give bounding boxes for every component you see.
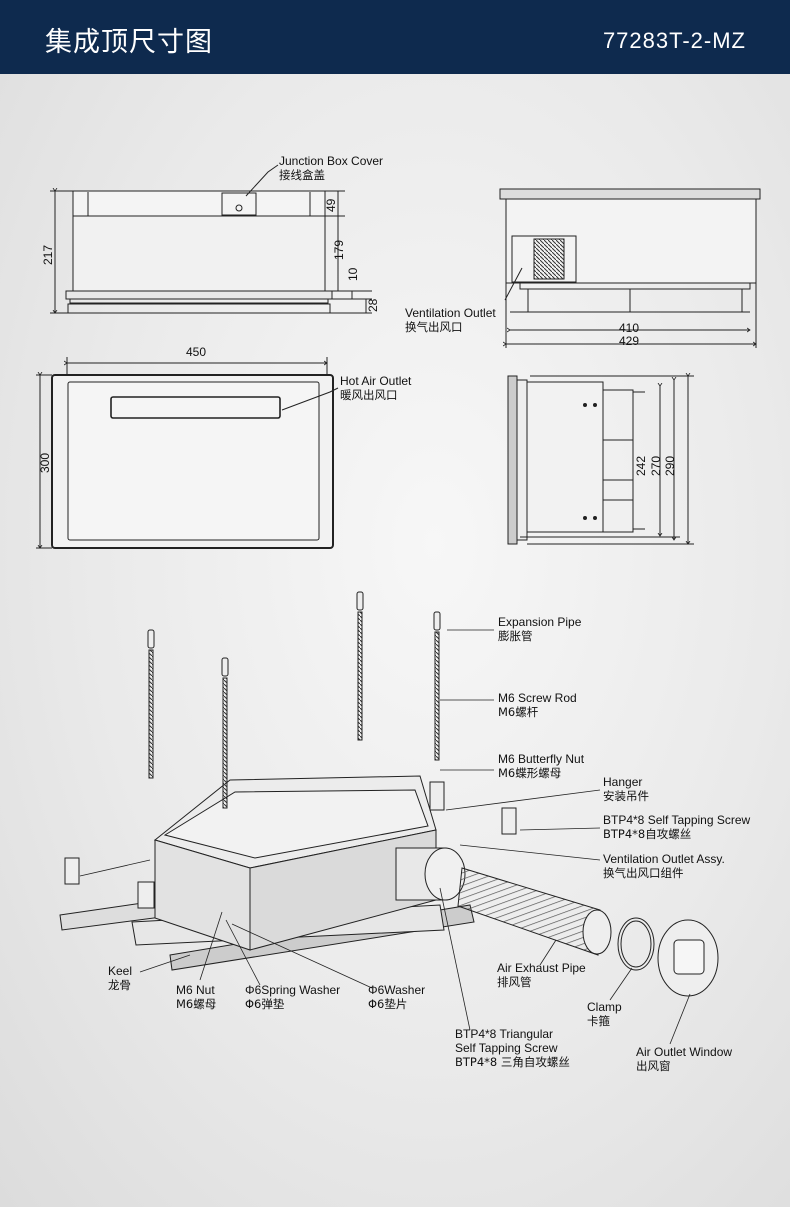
dim-429: 429 [619,334,640,348]
technical-drawing [36,164,761,1045]
exploded-view [59,591,719,997]
leader-lines [79,629,691,1045]
side-view [499,188,761,348]
dim-270: 270 [649,455,663,476]
dim-28: 28 [366,298,380,312]
dim-450: 450 [186,345,207,359]
dim-300: 300 [38,452,52,473]
dim-290: 290 [663,455,677,476]
dim-49: 49 [324,198,338,212]
dim-179: 179 [332,239,346,260]
dim-242: 242 [634,455,648,476]
model-number: 77283T-2-MZ [602,28,746,53]
front-view [50,164,372,313]
bottom-view [36,357,339,549]
dim-10: 10 [346,267,360,281]
header-bar [0,0,790,74]
profile-view [507,376,694,544]
label-vent-outlet-assy: Ventilation Outlet Assy.换气出风口组件 [603,852,725,880]
dim-410: 410 [619,321,640,335]
dim-217: 217 [41,244,55,265]
page-title: 集成顶尺寸图 [45,27,213,58]
